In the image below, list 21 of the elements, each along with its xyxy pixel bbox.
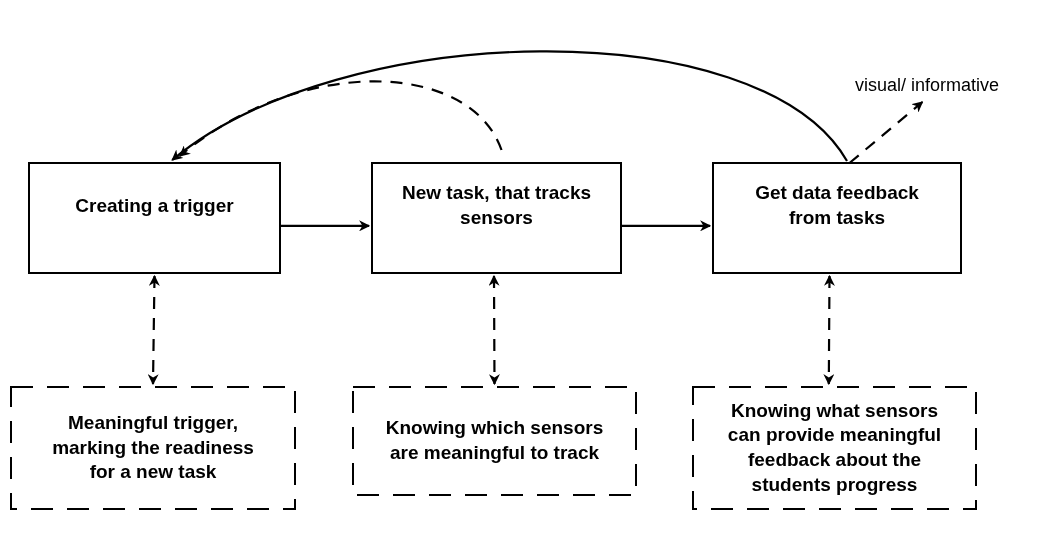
box-label: Knowing which sensors are meaningful to track (384, 416, 605, 465)
arrow (178, 80, 503, 157)
process-box (371, 162, 622, 274)
box-label: Creating a trigger (75, 193, 234, 218)
arrow (147, 274, 160, 386)
process-box (28, 162, 281, 274)
annotation-text: visual/ informative (854, 74, 1000, 98)
process-box (712, 162, 962, 274)
arrow (823, 274, 835, 386)
box-label: Get data feedback from tasks (754, 181, 920, 230)
box-label: New task, that tracks sensors (401, 181, 592, 230)
arrow (622, 220, 712, 232)
note-box (352, 386, 637, 496)
box-label: Knowing what sensors can provide meaningful feedback about the students progress (726, 398, 943, 497)
arrow (488, 274, 500, 386)
arrow (848, 101, 924, 164)
box-label: Meaningful trigger, marking the readiness for a new task (51, 410, 255, 485)
note-box (10, 386, 296, 510)
arrow (171, 50, 848, 162)
note-box (692, 386, 977, 510)
arrow (281, 220, 371, 232)
